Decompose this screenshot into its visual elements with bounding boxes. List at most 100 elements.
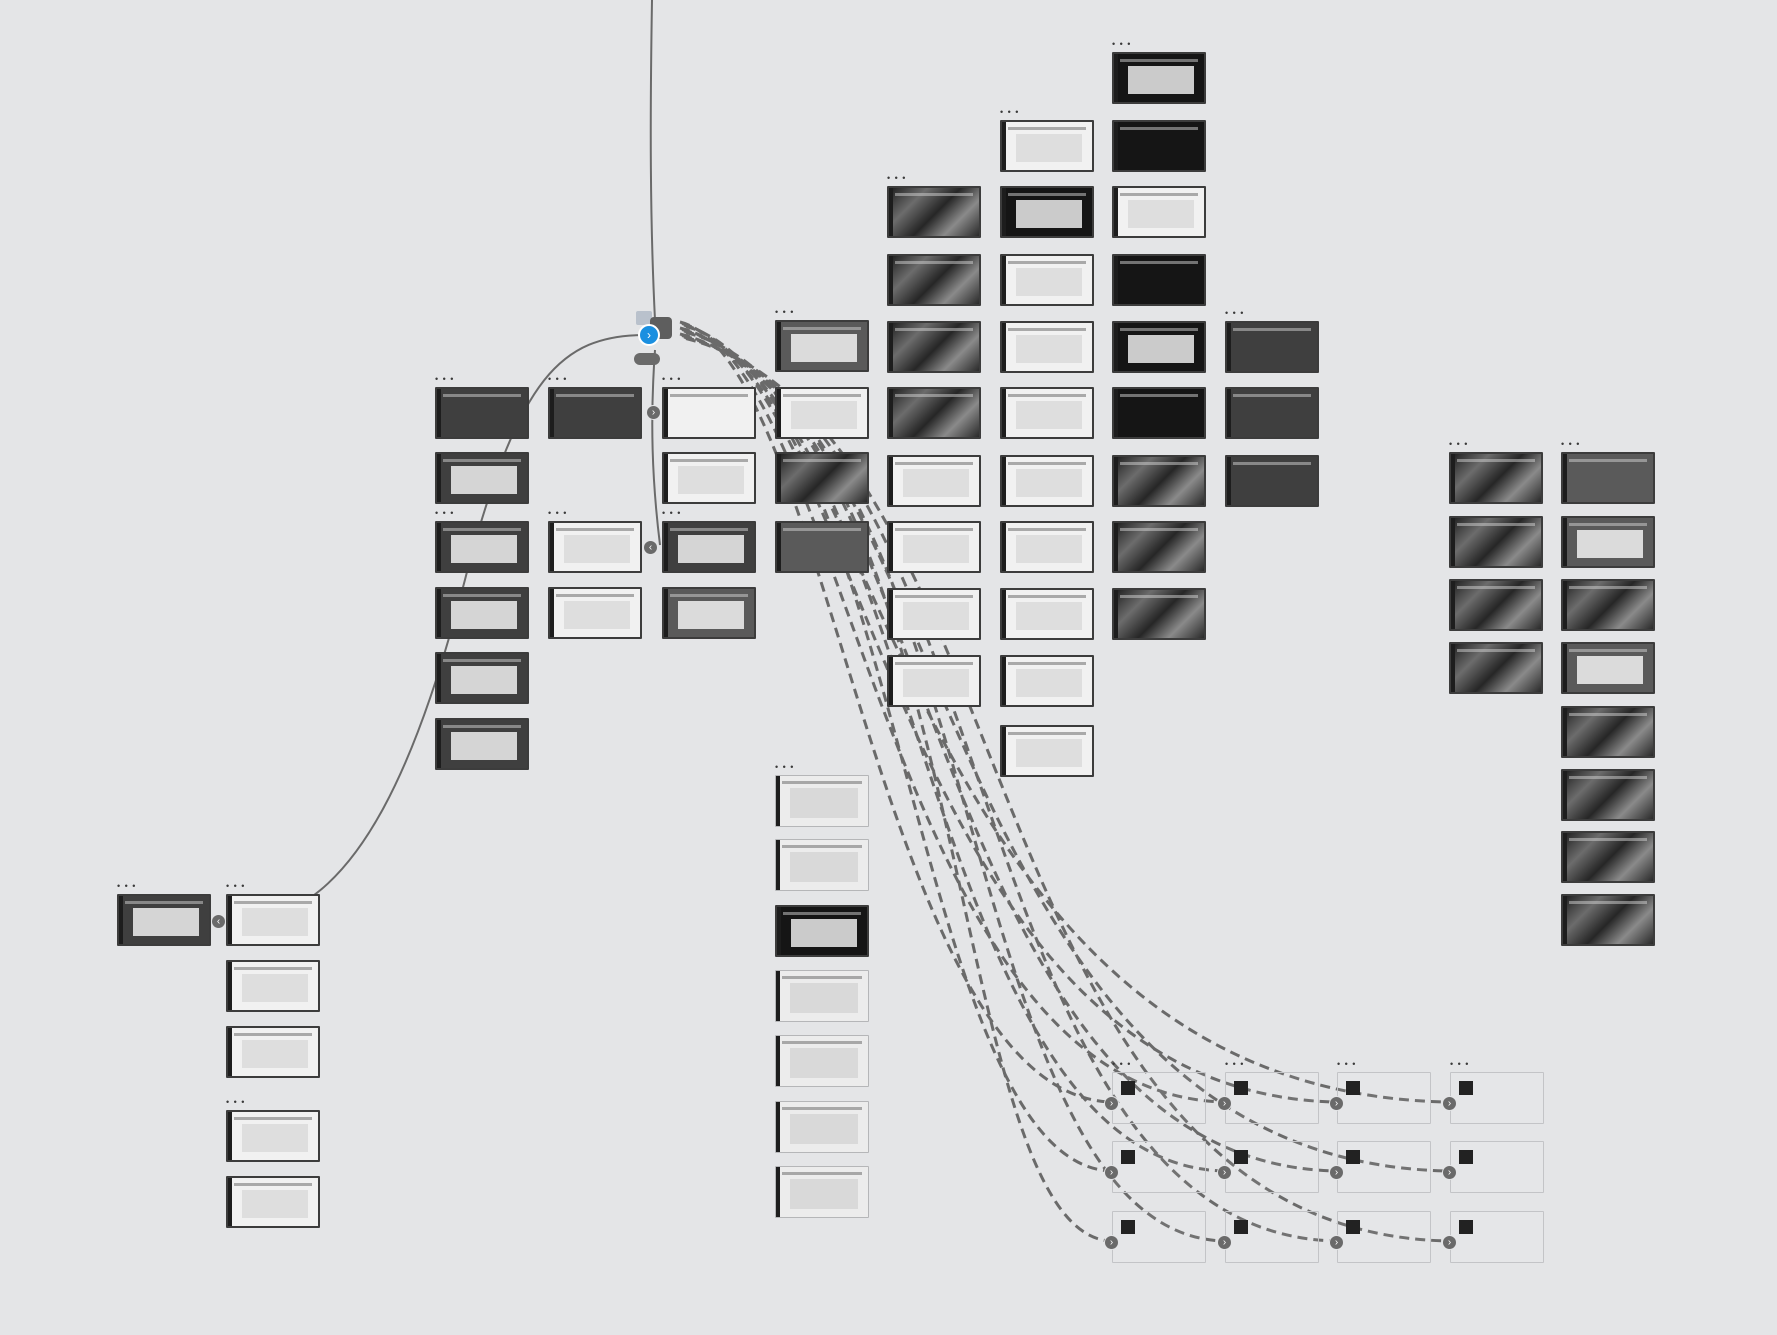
artboard-thumbnail[interactable] (435, 718, 529, 770)
artboard-menu-label[interactable]: • • • (117, 881, 137, 891)
artboard-thumbnail[interactable] (1000, 588, 1094, 640)
artboard-thumbnail[interactable] (1561, 706, 1655, 758)
artboard-thumbnail[interactable] (662, 587, 756, 639)
artboard-thumbnail[interactable] (1112, 387, 1206, 439)
artboard-thumbnail[interactable] (887, 588, 981, 640)
artboard-menu-label[interactable]: • • • (1000, 107, 1020, 117)
artboard-thumbnail[interactable] (548, 521, 642, 573)
artboard-thumbnail[interactable] (887, 186, 981, 238)
artboard-thumbnail[interactable] (1112, 120, 1206, 172)
artboard-menu-label[interactable]: • • • (1112, 39, 1132, 49)
flow-hub[interactable]: › (632, 305, 676, 367)
artboard-menu-label[interactable]: • • • (662, 508, 682, 518)
artboard-thumbnail[interactable] (1225, 321, 1319, 373)
artboard-thumbnail[interactable] (435, 652, 529, 704)
artboard-menu-label[interactable]: • • • (226, 881, 246, 891)
artboard-menu-label[interactable]: • • • (1112, 1059, 1132, 1069)
artboard-thumbnail[interactable] (1449, 516, 1543, 568)
artboard-thumbnail[interactable] (775, 1166, 869, 1218)
nav-next-icon[interactable]: › (1217, 1096, 1232, 1111)
artboard-thumbnail[interactable] (775, 775, 869, 827)
artboard-thumbnail[interactable] (435, 452, 529, 504)
artboard-thumbnail[interactable] (117, 894, 211, 946)
artboard-menu-label[interactable]: • • • (1225, 308, 1245, 318)
artboard-thumbnail[interactable] (887, 254, 981, 306)
artboard-thumbnail[interactable] (662, 387, 756, 439)
nav-next-icon[interactable]: › (1104, 1165, 1119, 1180)
artboard-thumbnail[interactable] (775, 970, 869, 1022)
artboard-thumbnail[interactable] (887, 655, 981, 707)
artboard-menu-label[interactable]: • • • (1449, 439, 1469, 449)
artboard-thumbnail[interactable] (1000, 120, 1094, 172)
artboard-thumbnail[interactable] (1000, 521, 1094, 573)
artboard-thumbnail[interactable] (435, 387, 529, 439)
artboard-thumbnail[interactable] (887, 387, 981, 439)
artboard-thumbnail[interactable] (775, 905, 869, 957)
artboard-menu-label[interactable]: • • • (1450, 1059, 1470, 1069)
artboard-thumbnail[interactable] (1225, 1072, 1319, 1124)
artboard-menu-label[interactable]: • • • (548, 508, 568, 518)
artboard-thumbnail[interactable] (1449, 452, 1543, 504)
artboard-thumbnail[interactable] (1000, 387, 1094, 439)
artboard-menu-label[interactable]: • • • (775, 307, 795, 317)
artboard-menu-label[interactable]: • • • (226, 1097, 246, 1107)
artboard-menu-label[interactable]: • • • (548, 374, 568, 384)
artboard-thumbnail[interactable] (1225, 455, 1319, 507)
nav-next-icon[interactable]: › (1442, 1165, 1457, 1180)
artboard-thumbnail[interactable] (226, 894, 320, 946)
artboard-thumbnail[interactable] (887, 455, 981, 507)
artboard-thumbnail[interactable] (887, 521, 981, 573)
artboard-menu-label[interactable]: • • • (435, 374, 455, 384)
artboard-thumbnail[interactable] (1561, 579, 1655, 631)
artboard-thumbnail[interactable] (1112, 321, 1206, 373)
artboard-menu-label[interactable]: • • • (662, 374, 682, 384)
artboard-thumbnail[interactable] (1225, 1211, 1319, 1263)
artboard-menu-label[interactable]: • • • (775, 762, 795, 772)
nav-prev-icon[interactable]: ‹ (211, 914, 226, 929)
artboard-thumbnail[interactable] (1337, 1211, 1431, 1263)
artboard-thumbnail[interactable] (1000, 725, 1094, 777)
artboard-thumbnail[interactable] (1000, 186, 1094, 238)
artboard-thumbnail[interactable] (226, 1110, 320, 1162)
nav-next-icon[interactable]: › (1442, 1235, 1457, 1250)
artboard-thumbnail[interactable] (435, 521, 529, 573)
nav-next-icon[interactable]: › (1329, 1096, 1344, 1111)
artboard-thumbnail[interactable] (1561, 894, 1655, 946)
artboard-thumbnail[interactable] (1561, 642, 1655, 694)
artboard-thumbnail[interactable] (226, 1026, 320, 1078)
artboard-thumbnail[interactable] (775, 521, 869, 573)
artboard-thumbnail[interactable] (1561, 452, 1655, 504)
artboard-thumbnail[interactable] (1112, 521, 1206, 573)
artboard-menu-label[interactable]: • • • (435, 508, 455, 518)
artboard-thumbnail[interactable] (662, 452, 756, 504)
artboard-thumbnail[interactable] (775, 839, 869, 891)
artboard-thumbnail[interactable] (1000, 655, 1094, 707)
nav-next-icon[interactable]: › (1104, 1235, 1119, 1250)
artboard-thumbnail[interactable] (775, 1101, 869, 1153)
artboard-thumbnail[interactable] (775, 387, 869, 439)
artboard-thumbnail[interactable] (1112, 455, 1206, 507)
artboard-thumbnail[interactable] (1450, 1072, 1544, 1124)
artboard-thumbnail[interactable] (1112, 254, 1206, 306)
nav-next-icon[interactable]: › (1217, 1165, 1232, 1180)
artboard-thumbnail[interactable] (548, 587, 642, 639)
artboard-thumbnail[interactable] (1000, 455, 1094, 507)
nav-next-icon[interactable]: › (1217, 1235, 1232, 1250)
artboard-thumbnail[interactable] (1112, 588, 1206, 640)
flow-start-icon[interactable]: › (638, 324, 660, 346)
artboard-thumbnail[interactable] (1000, 321, 1094, 373)
artboard-menu-label[interactable]: • • • (1225, 1059, 1245, 1069)
artboard-thumbnail[interactable] (1225, 387, 1319, 439)
artboard-thumbnail[interactable] (887, 321, 981, 373)
nav-next-icon[interactable]: › (1329, 1235, 1344, 1250)
artboard-thumbnail[interactable] (226, 960, 320, 1012)
artboard-menu-label[interactable]: • • • (1337, 1059, 1357, 1069)
artboard-thumbnail[interactable] (1225, 1141, 1319, 1193)
artboard-thumbnail[interactable] (1112, 186, 1206, 238)
artboard-thumbnail[interactable] (1449, 642, 1543, 694)
artboard-thumbnail[interactable] (1561, 516, 1655, 568)
artboard-thumbnail[interactable] (1337, 1141, 1431, 1193)
artboard-thumbnail[interactable] (1112, 52, 1206, 104)
artboard-thumbnail[interactable] (1561, 831, 1655, 883)
